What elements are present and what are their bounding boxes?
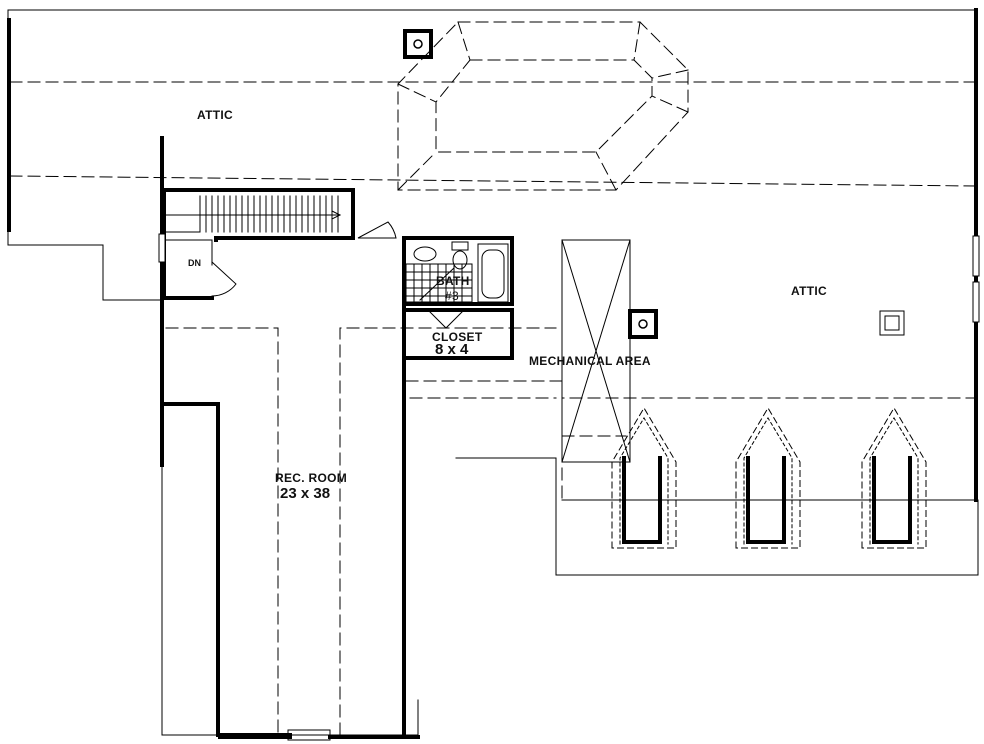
mechanical-chase bbox=[561, 239, 631, 463]
bath-fixtures bbox=[405, 241, 509, 303]
vent-mechanical bbox=[628, 309, 658, 339]
stairs-down-label: DN bbox=[188, 258, 201, 268]
dormer-3 bbox=[861, 407, 927, 549]
outline-lines bbox=[7, 9, 979, 736]
staircase bbox=[165, 195, 342, 266]
rec-room-label: REC. ROOM bbox=[275, 471, 348, 485]
attic-left-label: ATTIC bbox=[197, 108, 233, 122]
closet-label: CLOSET bbox=[432, 330, 483, 344]
bath-label: BATH bbox=[436, 274, 470, 288]
window-bottom bbox=[287, 729, 331, 741]
dormer-1 bbox=[611, 407, 677, 549]
vent-attic-right bbox=[879, 310, 905, 336]
right-wall-openings bbox=[158, 233, 980, 323]
dormer-2 bbox=[735, 407, 801, 549]
rec-room-size: 23 x 38 bbox=[280, 485, 331, 502]
dashed-lines bbox=[9, 21, 977, 736]
bath-number: #3 bbox=[445, 289, 459, 303]
mechanical-area-label: MECHANICAL AREA bbox=[529, 354, 651, 368]
vent-top bbox=[403, 29, 433, 59]
walls bbox=[7, 8, 978, 739]
closet-size: 8 x 4 bbox=[435, 341, 469, 358]
attic-right-label: ATTIC bbox=[791, 284, 827, 298]
